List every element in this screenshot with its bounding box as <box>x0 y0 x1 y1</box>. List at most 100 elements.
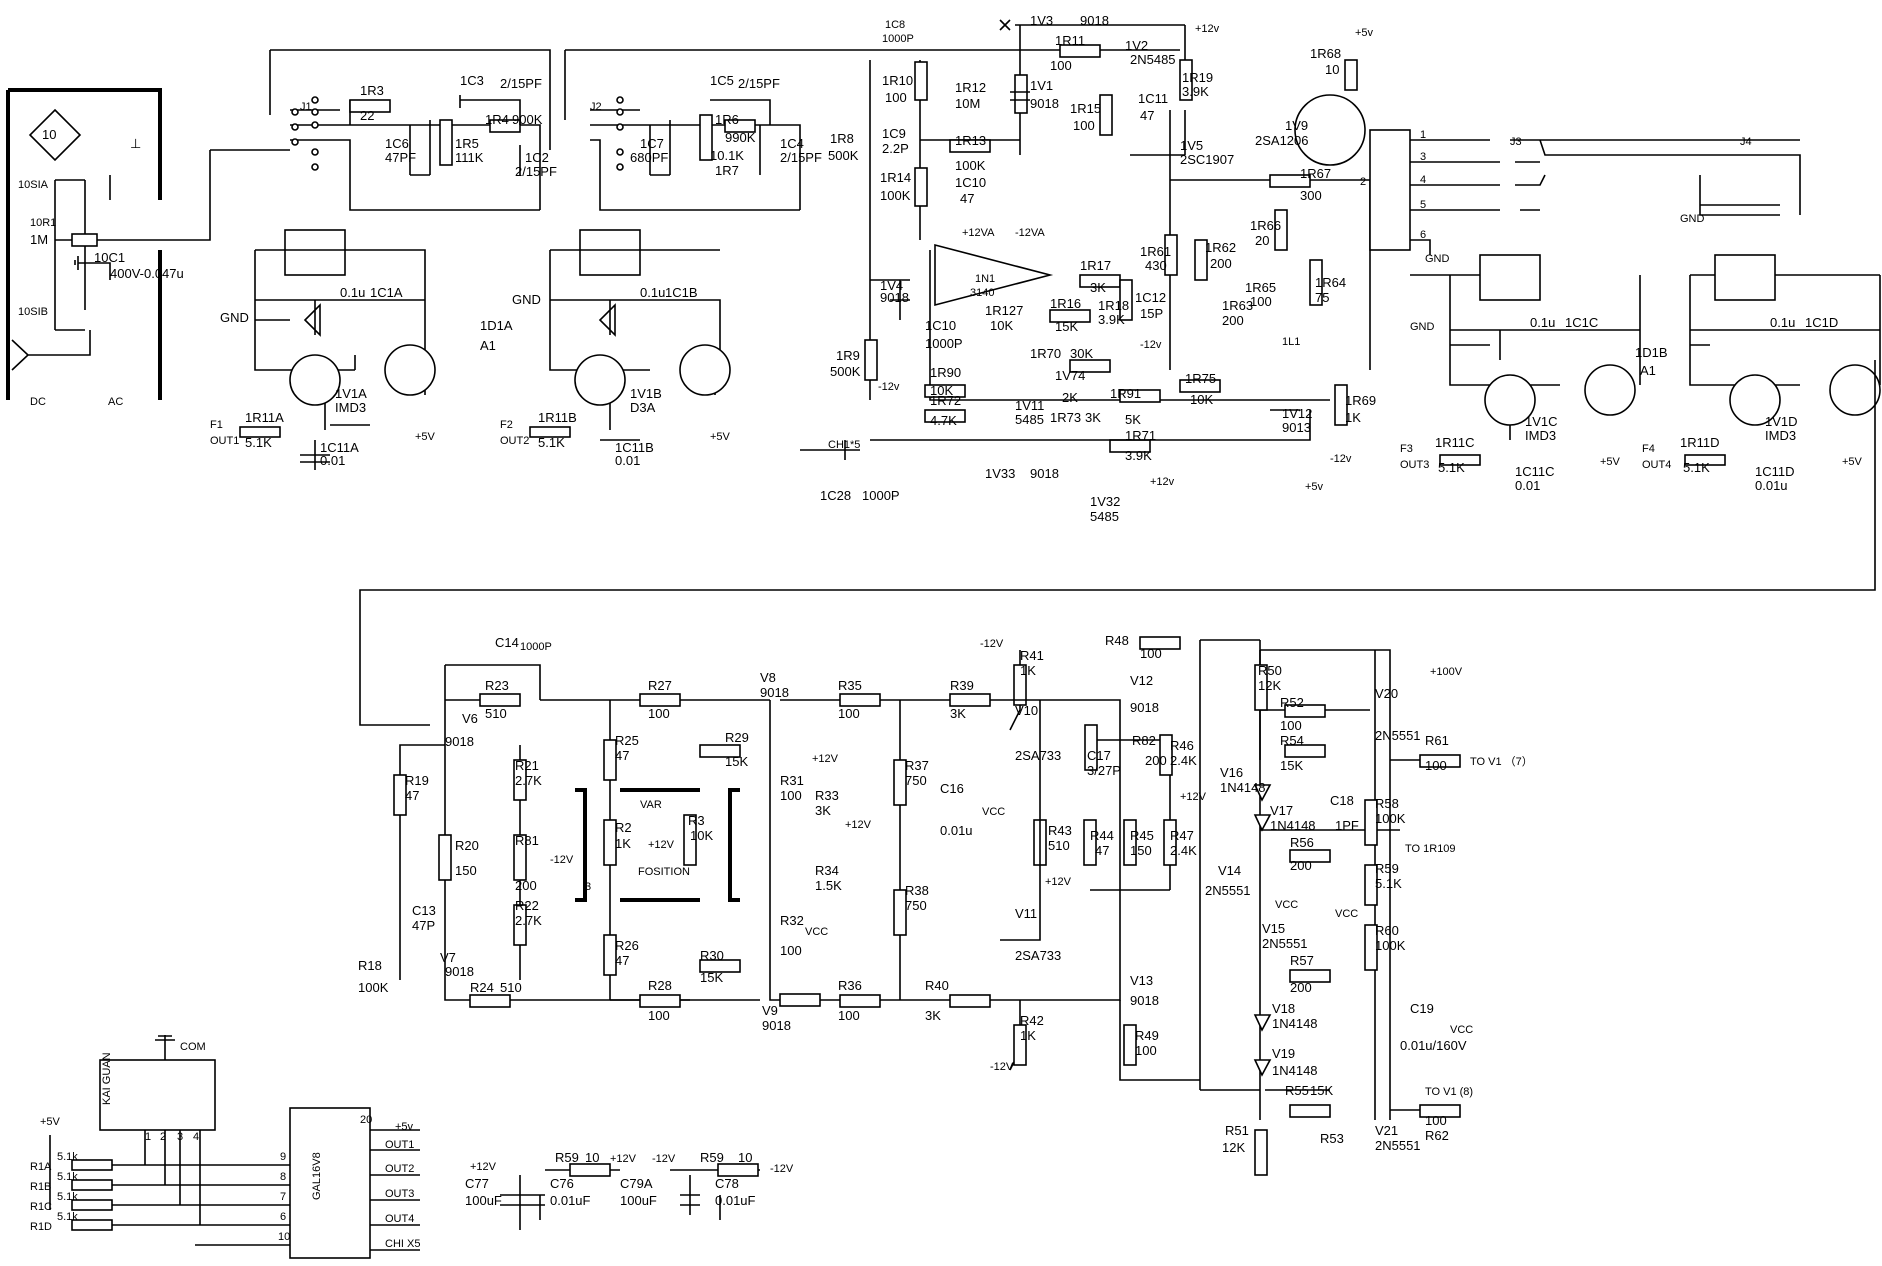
label-1r11b: 1R11B <box>538 410 577 425</box>
label-v20-value: 2N5551 <box>1375 728 1421 743</box>
label-1n1: 1N1 <box>975 273 995 285</box>
label-1v32-value: 5485 <box>1090 509 1119 524</box>
label-v10: V10 <box>1015 703 1038 718</box>
label-v18-value: 1N4148 <box>1272 1016 1318 1031</box>
label-r3: R3 <box>688 813 705 828</box>
label-r3-value: 10K <box>690 828 713 843</box>
svg-text:10: 10 <box>42 127 56 142</box>
label-1r12: 1R12 <box>955 80 986 95</box>
label-v9: V9 <box>762 1003 778 1018</box>
label-out4-gal: OUT4 <box>385 1213 414 1225</box>
label-c14: C14 <box>495 635 519 650</box>
label-1r10: 1R10 <box>882 73 913 88</box>
label-1r62-value: 200 <box>1210 256 1232 271</box>
label-1r11a: 1R11A <box>245 410 284 425</box>
label-1r69-value: 1K <box>1345 410 1361 425</box>
label-1r6-value: 990K <box>725 130 756 145</box>
label-1c5: 1C5 <box>710 73 734 88</box>
label-1c2: 1C2 <box>525 150 549 165</box>
label-r43-value: 510 <box>1048 838 1070 853</box>
label-1r6: 1R6 <box>715 112 739 127</box>
label-j1: J1 <box>300 101 312 113</box>
label-1r11d: 1R11D <box>1680 435 1720 450</box>
label-1v1-value: 9018 <box>1030 96 1059 111</box>
label-j4: J4 <box>1740 136 1752 148</box>
label-r42: R42 <box>1020 1013 1044 1028</box>
label-1v1d: 1V1D <box>1765 414 1798 429</box>
label-r54-value: 15K <box>1280 758 1303 773</box>
label-5k1-b: 5.1k <box>57 1171 78 1183</box>
label-1r67-value: 300 <box>1300 188 1322 203</box>
label-1r63-value: 200 <box>1222 313 1244 328</box>
label-gnd-j4: GND <box>1680 213 1705 225</box>
label-v14-value: 2N5551 <box>1205 883 1251 898</box>
label-p5-bottom: +5v <box>1305 481 1324 493</box>
label-1r11c: 1R11C <box>1435 435 1475 450</box>
label-1r70: 1R70 <box>1030 346 1061 361</box>
label-1r11d-value: 5.1K <box>1683 460 1710 475</box>
label-1r63: 1R63 <box>1222 298 1253 313</box>
label-1r17: 1R17 <box>1080 258 1111 273</box>
label-c79a-value: 100uF <box>620 1193 657 1208</box>
label-r44: R44 <box>1090 828 1114 843</box>
label-v15-value: 2N5551 <box>1262 936 1308 951</box>
label-1v2: 1V2 <box>1125 38 1148 53</box>
label-1v12-value: 9013 <box>1282 420 1311 435</box>
label-1r69: 1R69 <box>1345 393 1376 408</box>
label-1c28: 1C28 <box>820 488 851 503</box>
label-c18: C18 <box>1330 793 1354 808</box>
label-r23-value: 510 <box>485 706 507 721</box>
label-plus5-a: +5V <box>415 431 436 443</box>
label-pin-3b: 3 <box>177 1131 183 1143</box>
label-pin-7: 7 <box>280 1191 286 1203</box>
label-r20-value: 150 <box>455 863 477 878</box>
label-v19-value: 1N4148 <box>1272 1063 1318 1078</box>
label-r51-value: 12K <box>1222 1140 1245 1155</box>
label-c76: C76 <box>550 1176 574 1191</box>
label-r27: R27 <box>648 678 672 693</box>
label-1r91-value: 5K <box>1125 412 1141 427</box>
label-v8: V8 <box>760 670 776 685</box>
label-r21: R21 <box>515 758 539 773</box>
label-r40: R40 <box>925 978 949 993</box>
label-1v9-value: 2SA1206 <box>1255 133 1309 148</box>
label-1r11c-value: 5.1K <box>1438 460 1465 475</box>
label-r82: R82 <box>1132 733 1156 748</box>
label-1r71-value: 3.9K <box>1125 448 1152 463</box>
label-c17: C17 <box>1087 748 1111 763</box>
label-1r73: 1R73 <box>1050 410 1081 425</box>
label-1v74-value: 2K <box>1062 390 1078 405</box>
label-r1d: R1D <box>30 1221 52 1233</box>
label-r39: R39 <box>950 678 974 693</box>
label-1v74: 1V74 <box>1055 368 1085 383</box>
label-1r68: 1R68 <box>1310 46 1341 61</box>
label-r58-value: 100K <box>1375 811 1406 826</box>
label-r57: R57 <box>1290 953 1314 968</box>
label-1c8: 1C8 <box>885 19 905 31</box>
label-1c11a: 1C11A <box>320 440 359 455</box>
label-r49: R49 <box>1135 1028 1159 1043</box>
label-r82-value: 200 <box>1145 753 1167 768</box>
label-1r90: 1R90 <box>930 365 961 380</box>
label-1c11: 1C11 <box>1138 91 1168 106</box>
label-r62-value: 100 <box>1425 1113 1447 1128</box>
label-v11-value: 2SA733 <box>1015 948 1061 963</box>
label-1r13-value: 100K <box>955 158 986 173</box>
label-vcc-v14: VCC <box>1275 899 1298 911</box>
label-1r72-value: 4.7K <box>930 413 957 428</box>
label-r60-value: 100K <box>1375 938 1406 953</box>
label-1c5-value: 2/15PF <box>738 76 780 91</box>
label-r28: R28 <box>648 978 672 993</box>
label-p12v-c77: +12V <box>470 1161 497 1173</box>
label-12va: +12VA <box>962 227 995 239</box>
label-r45-value: 150 <box>1130 843 1152 858</box>
label-r52: R52 <box>1280 695 1304 710</box>
label-1r62: 1R62 <box>1205 240 1236 255</box>
label-out4: OUT4 <box>1642 459 1671 471</box>
lower-amplifier <box>359 360 1876 1176</box>
label-1c10-value: 47 <box>960 191 974 206</box>
label-r57-value: 200 <box>1290 980 1312 995</box>
label-1c7-value: 680PF <box>630 150 668 165</box>
label-1r65: 1R65 <box>1245 280 1276 295</box>
